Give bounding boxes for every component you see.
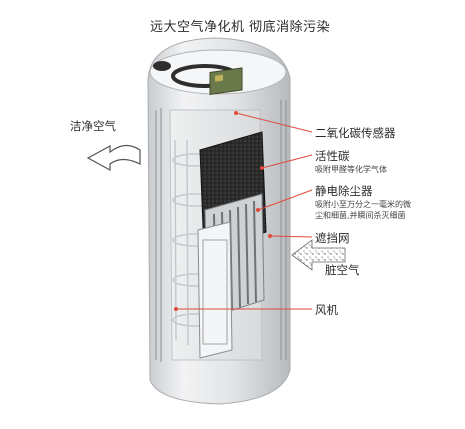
display-icon	[153, 61, 171, 71]
label-electrostatic-desc: 吸附小至万分之一毫米的微尘和细菌,并瞬间杀灭细菌	[315, 200, 411, 220]
leader-lines	[176, 112, 313, 310]
co2-sensor	[209, 67, 243, 96]
fan-cage	[172, 139, 218, 346]
label-mesh: 遮挡网	[315, 231, 350, 245]
label-co2-sensor: 二氧化碳传感器	[315, 126, 396, 140]
clean-air-arrow-icon	[86, 144, 141, 172]
label-activated-carbon-desc: 吸附甲醛等化学气体	[315, 165, 387, 174]
page-title: 远大空气净化机 彻底消除污染	[150, 20, 331, 35]
label-fan: 风机	[315, 303, 338, 317]
label-dirty-air: 脏空气	[325, 263, 360, 277]
dirty-air-arrow-icon	[291, 239, 346, 271]
electrostatic-plates	[197, 193, 265, 359]
label-electrostatic: 静电除尘器	[315, 184, 373, 198]
label-clean-air: 洁净空气	[70, 119, 116, 133]
label-activated-carbon: 活性碳	[315, 149, 350, 163]
side-vents	[155, 100, 287, 362]
